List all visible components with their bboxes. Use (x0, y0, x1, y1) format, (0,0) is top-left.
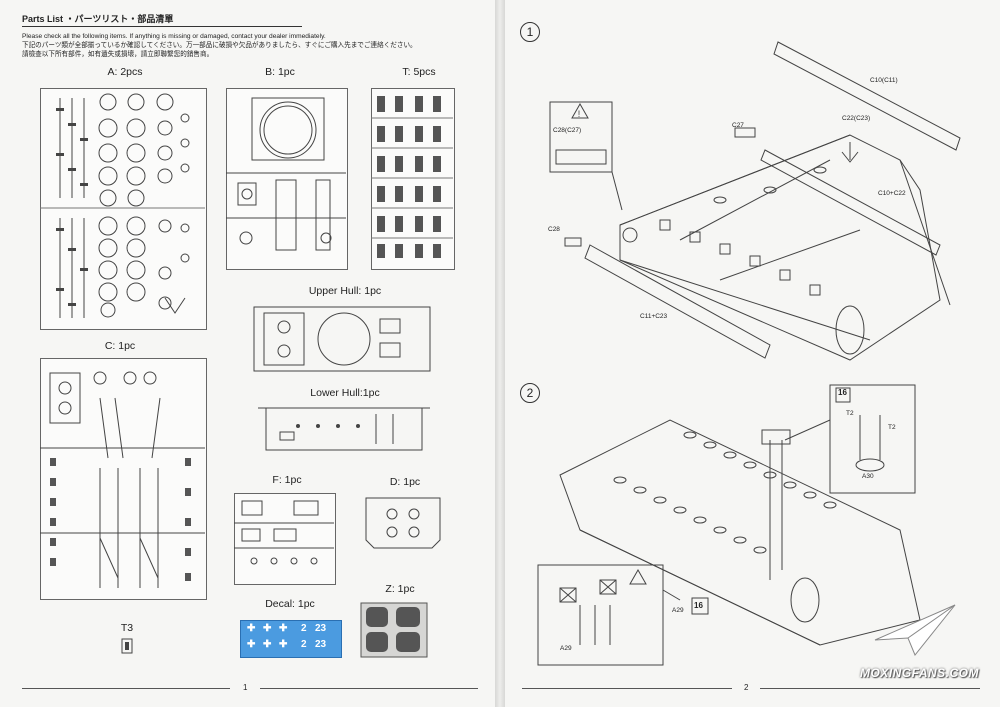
sprue-c (40, 358, 207, 600)
sprue-z-photoetch (360, 602, 428, 658)
decal-number: 2 (301, 639, 307, 650)
page-rule (22, 688, 230, 689)
callout-a29-inset: A29 (560, 645, 572, 652)
sprue-a (40, 88, 207, 330)
label-sprue-a: A: 2pcs (107, 66, 143, 78)
label-sprue-b: B: 1pc (265, 66, 295, 78)
paper-plane-logo (874, 604, 956, 656)
lower-hull-drawing (258, 407, 430, 451)
label-t3: T3 (120, 622, 134, 634)
label-sprue-f: F: 1pc (272, 474, 302, 486)
note-chinese: 請檢查以下所有部件，如有遺失或損壞，請立即聯繫您的銷售商。 (22, 51, 214, 58)
callout-a30: A30 (862, 473, 874, 480)
sprue-c-parts (40, 371, 205, 588)
parts-list-title: Parts List ・パーツリスト・部品清單 (22, 14, 174, 24)
upper-hull-drawing (253, 306, 431, 372)
decal-sheet: ✚ ✚ ✚ ✚ ✚ ✚ 2 23 2 23 (240, 620, 342, 658)
note-japanese: 下記のパーツ類が全部揃っているか確認してください。万一部品に破損や欠品がありまし… (22, 42, 417, 49)
decal-number: 23 (315, 639, 327, 650)
callout-a29-main: A29 (672, 607, 684, 614)
label-sprue-d: D: 1pc (389, 476, 421, 488)
decal-number: 2 (301, 623, 307, 634)
label-upper-hull: Upper Hull: 1pc (308, 285, 382, 297)
sprue-f (234, 493, 336, 585)
callout-c22-c23: C22(C23) (842, 115, 871, 122)
callout-c10-c22: C10+C22 (878, 190, 906, 197)
svg-text:!: ! (578, 109, 581, 119)
label-sprue-t: T: 5pcs (402, 66, 436, 78)
t3-part (121, 638, 133, 654)
step-number-1: 1 (520, 22, 540, 42)
callout-c28: C28 (548, 226, 560, 233)
sprue-b-parts (226, 97, 346, 251)
label-sprue-c: C: 1pc (104, 340, 136, 352)
page-number: 1 (243, 683, 248, 692)
sprue-a-parts (40, 93, 205, 318)
callout-c10-c11: C10(C11) (870, 77, 898, 84)
sprue-f-parts (234, 500, 334, 565)
note-english: Please check all the following items. If… (22, 33, 326, 40)
callout-16-bottom: 16 (694, 601, 703, 610)
step-number-2: 2 (520, 383, 540, 403)
sprue-b (226, 88, 348, 270)
label-sprue-z: Z: 1pc (385, 583, 415, 595)
label-lower-hull: Lower Hull:1pc (310, 387, 380, 399)
callout-t2-left: T2 (846, 410, 854, 417)
header-rule (22, 26, 302, 27)
page-rule (522, 688, 732, 689)
page-rule (760, 688, 980, 689)
sprue-t-parts (371, 96, 453, 258)
callout-t2-right: T2 (888, 424, 896, 431)
step1-assembly-drawing: ! (549, 41, 961, 361)
watermark-text: MOXINGFANS.COM (860, 666, 980, 680)
callout-c28-c27: C28(C27) (553, 127, 582, 134)
callout-c11-c23: C11+C23 (640, 313, 668, 320)
callout-16-top: 16 (838, 388, 847, 397)
decal-number: 23 (315, 623, 327, 634)
callout-c27: C27 (732, 122, 744, 129)
sprue-d-drawing (365, 497, 441, 549)
label-decal: Decal: 1pc (265, 598, 315, 610)
page-rule (260, 688, 478, 689)
page-number: 2 (744, 683, 749, 692)
page-gutter (495, 0, 505, 707)
